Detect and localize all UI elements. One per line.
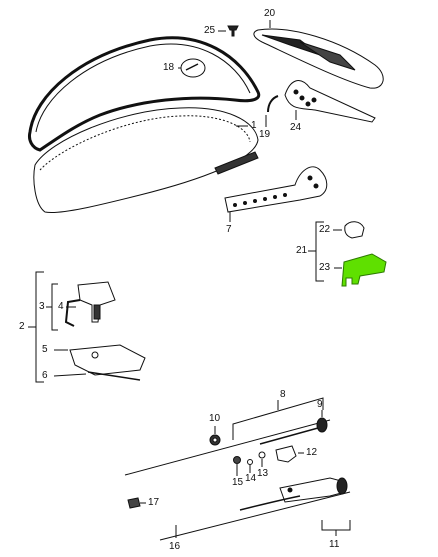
badge	[180, 58, 206, 78]
callout-15: 15	[232, 477, 244, 488]
bolt	[233, 456, 241, 464]
pull-knob	[316, 417, 328, 433]
callout-5: 5	[42, 344, 48, 355]
clip	[344, 221, 365, 239]
callout-20: 20	[264, 8, 276, 19]
cable-lower	[159, 491, 351, 541]
small-nut	[127, 497, 141, 509]
lid-panel	[33, 107, 259, 214]
callout-10: 10	[209, 413, 221, 424]
screw	[227, 25, 239, 37]
hinge-arm	[284, 80, 376, 123]
callout-2: 2	[19, 321, 25, 332]
hinge-bracket	[224, 166, 328, 213]
callout-6: 6	[42, 370, 48, 381]
spring-rod	[87, 371, 141, 381]
callout-9: 9	[317, 399, 323, 410]
callout-1: 1	[251, 120, 257, 131]
callout-18: 18	[163, 62, 175, 73]
lock-plate	[69, 344, 146, 376]
callout-12: 12	[306, 447, 318, 458]
lock-mechanism	[77, 281, 116, 323]
callout-17: 17	[148, 497, 160, 508]
cable-long	[124, 419, 331, 476]
washer	[258, 451, 266, 459]
lid-seal-inner	[35, 43, 251, 133]
callout-7: 7	[226, 224, 232, 235]
lid-panel-edge	[39, 115, 251, 171]
callout-21: 21	[296, 245, 308, 256]
hook	[267, 95, 279, 113]
callout-22: 22	[319, 224, 331, 235]
cable-clamp	[275, 445, 297, 463]
callout-14: 14	[245, 473, 257, 484]
callout-24: 24	[290, 122, 302, 133]
callout-8: 8	[280, 389, 286, 400]
lid-strip	[214, 151, 259, 175]
grille	[253, 28, 384, 89]
catch-highlighted	[341, 253, 387, 287]
callout-11: 11	[329, 539, 340, 550]
callout-4: 4	[58, 301, 64, 312]
callout-3: 3	[39, 301, 45, 312]
callout-23: 23	[319, 262, 331, 273]
lid-seal	[28, 36, 261, 152]
callout-16: 16	[169, 541, 181, 552]
nut	[247, 459, 253, 465]
callout-13: 13	[257, 468, 269, 479]
callout-19: 19	[259, 129, 271, 140]
callout-25: 25	[204, 25, 216, 36]
